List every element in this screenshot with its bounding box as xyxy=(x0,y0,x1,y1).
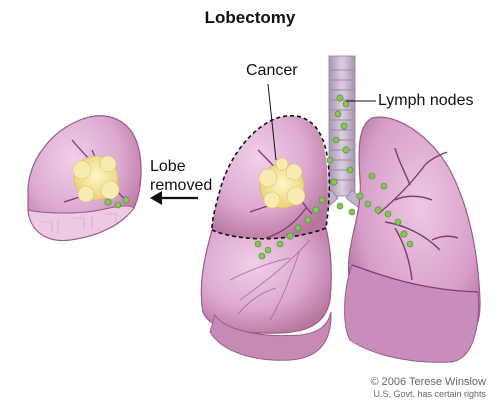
lobe-cut-line xyxy=(211,114,331,240)
lobe-removed-label: Lobe removed xyxy=(150,157,212,195)
right-lung xyxy=(200,227,332,361)
diagram-title: Lobectomy xyxy=(204,8,296,27)
removed-lobe-tumor xyxy=(72,155,120,203)
lymph-nodes xyxy=(254,94,414,260)
tumor xyxy=(258,157,306,209)
right-lung-base xyxy=(209,311,332,361)
right-upper-lobe-resection-site xyxy=(211,114,331,240)
cancer-label: Cancer xyxy=(246,62,298,79)
cancer-leader-line xyxy=(267,83,277,161)
copyright-credit: © 2006 Terese Winslow U.S. Govt. has cer… xyxy=(370,376,486,400)
removed-lobe xyxy=(27,115,142,242)
credit-line1: © 2006 Terese Winslow xyxy=(370,376,486,388)
credit-line2: U.S. Govt. has certain rights xyxy=(373,389,486,399)
left-lung xyxy=(344,116,481,363)
left-bronchial-tree xyxy=(377,147,459,281)
leader-lines xyxy=(267,83,376,161)
lobe-removed-label-line2: removed xyxy=(150,177,213,194)
removal-arrow xyxy=(150,191,198,205)
lobe-removed-label-line1: Lobe xyxy=(150,158,186,175)
lymph-nodes-label: Lymph nodes xyxy=(378,92,474,109)
